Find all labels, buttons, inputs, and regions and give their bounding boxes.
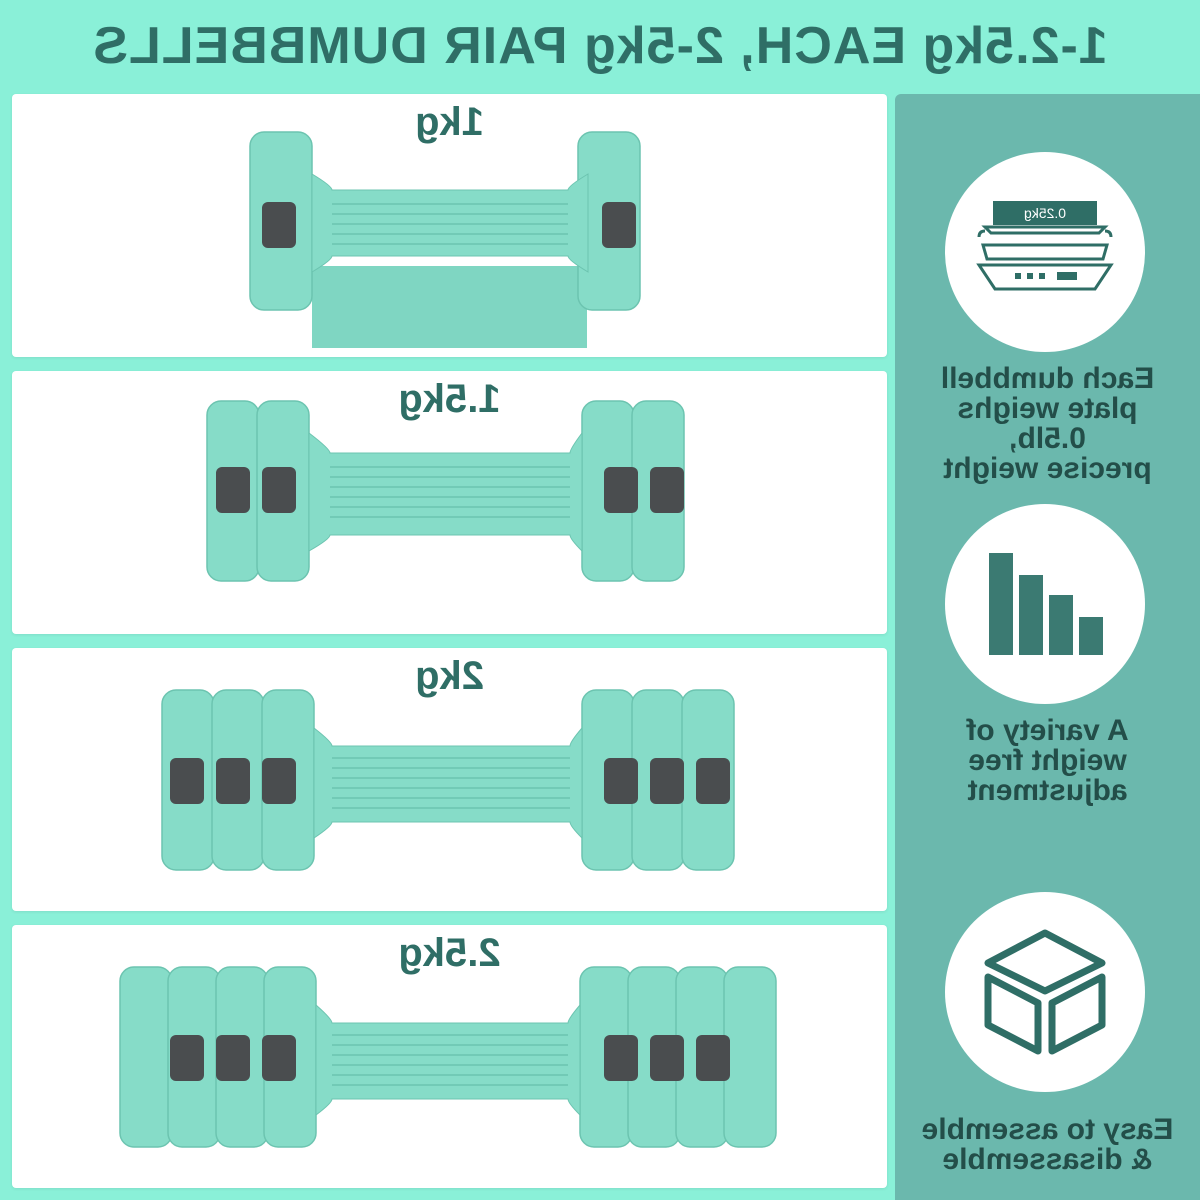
feature-text-line: plate weighs 0.5lb,: [957, 392, 1138, 455]
feature-text-line: Easy to assemble: [921, 1113, 1174, 1146]
feature-text-line: precise weight: [943, 452, 1152, 485]
dumbbell-panel-2kg: 2kg: [12, 648, 887, 911]
dumbbell-panel-1.5kg: 1.5kg: [12, 371, 887, 634]
cube-icon: [984, 929, 1106, 1055]
bar-chart-icon-circle: [945, 504, 1145, 704]
dumbbell-panel-1kg: 1kg: [12, 94, 887, 357]
feature-text-line: Each dumbbell: [940, 362, 1155, 395]
feature-text-line: adjustment: [967, 774, 1128, 807]
scale-icon-circle: 0.25kg: [945, 152, 1145, 352]
cube-icon-circle: [945, 892, 1145, 1092]
weight-label: 2kg: [415, 654, 484, 698]
weight-label: 1kg: [415, 100, 484, 144]
dumbbell-1kg-image: [249, 131, 641, 348]
weight-label: 2.5kg: [398, 931, 501, 975]
dumbbell-1.5kg-image: [206, 400, 685, 582]
weight-label: 1.5kg: [398, 377, 501, 421]
page-title: 1-2.5kg EACH, 2-5kg PAIR DUMBBELLS: [92, 17, 1108, 75]
bar-chart-icon: [989, 553, 1103, 655]
scale-weight-text: 0.25kg: [1024, 205, 1066, 221]
feature-text-line: weight free: [968, 744, 1127, 777]
features-sidebar: 0.25kg Each dumbbell plate weighs 0.5lb,…: [895, 94, 1200, 1200]
scale-icon: 0.25kg: [976, 201, 1114, 291]
feature-text-line: A variety of: [966, 714, 1129, 747]
feature-text-line: & disassemble: [942, 1143, 1153, 1176]
dumbbell-2kg-image: [161, 689, 735, 871]
dumbbell-2.5kg-image: [119, 966, 777, 1148]
dumbbell-panel-2.5kg: 2.5kg: [12, 925, 887, 1188]
